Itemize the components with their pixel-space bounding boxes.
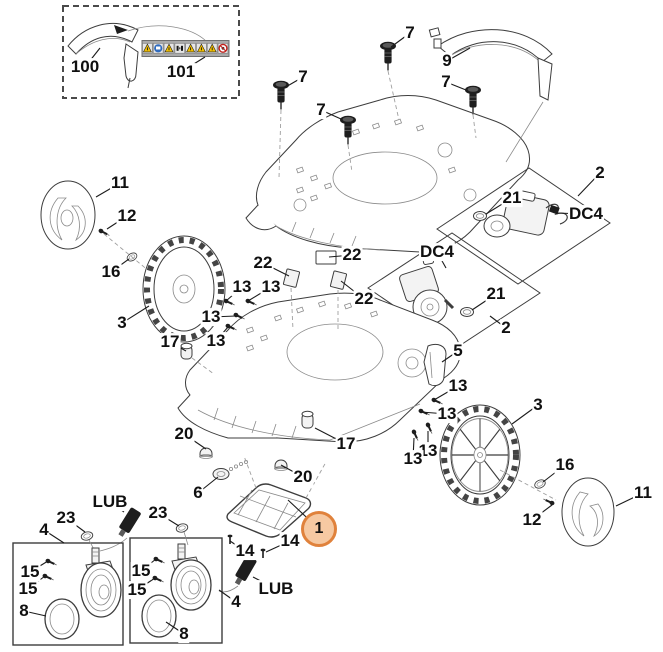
callout-21-2: 21 [485,284,507,304]
callout-101-1: 101 [165,62,197,82]
callout-21-1: 21 [501,188,523,208]
arrow-icon [114,25,128,34]
callout-22-1: 22 [252,253,274,273]
base-plate-drawing [226,455,327,558]
callout-17-1: 17 [159,332,181,352]
callout-17-2: 17 [335,434,357,454]
callout-16-1: 16 [100,262,122,282]
callout-12-1: 12 [116,206,138,226]
bumper-drawing [423,343,447,387]
callout-14-1: 14 [234,541,256,561]
callout-5-1: 5 [452,341,464,361]
callout-16-2: 16 [554,455,576,475]
feet-and-cap-drawing [199,447,288,480]
callout-20-1: 20 [173,424,195,444]
callout-23-1: 23 [55,508,77,528]
right-wheel-group-drawing [439,404,615,547]
callout-8-2: 8 [178,624,190,644]
callout-LUB-2: LUB [257,579,295,599]
callout-2-1: 2 [594,163,606,183]
callout-4-2: 4 [230,592,242,612]
callout-13-2: 13 [260,277,282,297]
callout-LUB-1: LUB [91,492,129,512]
callout-DC4-1: DC4 [567,204,605,224]
callout-7-2: 7 [404,23,416,43]
callout-12-2: 12 [521,510,543,530]
callout-7-3: 7 [315,100,327,120]
damper-pads-drawing [282,250,348,331]
lub-tube-drawings [99,507,257,593]
callout-11-2: 11 [633,483,653,503]
callout-7-4: 7 [440,72,452,92]
carrying-handle-drawing [428,27,553,163]
callout-1-1[interactable]: 1 [301,511,337,547]
callout-13-1: 13 [231,277,253,297]
inset-box-drawing [62,5,240,99]
callout-13-3: 13 [200,307,222,327]
safety-label-strip-drawing [141,40,230,57]
callout-4-1: 4 [38,520,50,540]
callout-13-5: 13 [447,376,469,396]
callout-22-3: 22 [353,289,375,309]
callout-3-2: 3 [532,395,544,415]
callout-7-1: 7 [297,67,309,87]
callout-22-2: 22 [341,245,363,265]
callout-15-4: 15 [126,580,148,600]
callout-15-1: 15 [19,562,41,582]
callout-11-1: 11 [110,173,130,193]
callout-100-1: 100 [69,57,101,77]
caster-kit-1-drawing [12,530,124,646]
callout-2-2: 2 [500,318,512,338]
callout-23-2: 23 [147,503,169,523]
callout-3-1: 3 [116,313,128,333]
caster-kit-2-drawing [129,522,223,644]
callout-15-2: 15 [17,579,39,599]
callout-13-8: 13 [402,449,424,469]
callout-13-6: 13 [436,404,458,424]
callout-6-1: 6 [192,483,204,503]
callout-DC4-2: DC4 [418,242,456,262]
callout-14-2: 14 [279,531,301,551]
callout-9-1: 9 [441,51,453,71]
callout-13-4: 13 [205,331,227,351]
callout-15-3: 15 [130,561,152,581]
screw-7-drawings [272,41,482,179]
callout-20-2: 20 [292,467,314,487]
callout-8-1: 8 [18,601,30,621]
